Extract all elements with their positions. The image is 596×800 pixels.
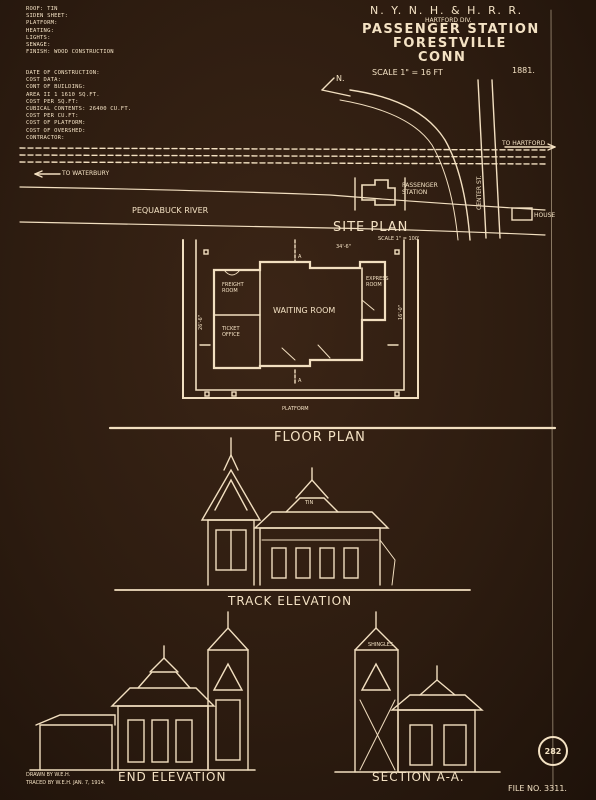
river-label: PEQUABUCK RIVER (132, 206, 209, 215)
dimension-top: 34'-6" (336, 244, 352, 250)
section-mark-bottom: A (298, 378, 302, 384)
end-elevation-drawing (29, 611, 256, 771)
cost-line: AREA II 1 1610 SQ.FT. (26, 91, 100, 98)
dimension-right: 16'-0" (398, 304, 404, 320)
center-street-label: CENTER ST. (476, 175, 483, 210)
site-plan-title: SITE PLAN (333, 220, 409, 235)
spec-heating: HEATING: (26, 27, 55, 34)
spec-lights: LIGHTS: (26, 34, 51, 41)
cost-line: COST PER CU.FT: (26, 113, 79, 120)
title-passenger-station: PASSENGER STATION (362, 22, 540, 37)
cost-line: CONTRACTOR: (26, 134, 65, 141)
spec-block-upper: ROOF: TIN SIDEN SHEET: PLATFORM: HEATING… (26, 6, 114, 56)
house-label: HOUSE (534, 212, 556, 219)
to-hartford-label: TO HARTFORD (502, 140, 546, 147)
sheet-border (550, 9, 554, 791)
roof-note-track: TIN (305, 500, 314, 506)
ticket-office-label: TICKET OFFICE (222, 326, 240, 338)
track-elevation-drawing (114, 437, 471, 591)
file-number: FILE NO. 3311. (508, 784, 567, 793)
title-forestville: FORESTVILLE (393, 36, 507, 51)
cost-line: DATE OF CONSTRUCTION: (26, 70, 100, 76)
title-scale: SCALE 1" = 16 FT (372, 68, 443, 77)
station-label: PASSENGER STATION (402, 182, 438, 196)
spec-block-cost: DATE OF CONSTRUCTION: COST DATA: CONT OF… (26, 70, 131, 142)
shingles-note: SHINGLES (368, 642, 394, 648)
spec-roof: ROOF: TIN (26, 6, 58, 12)
cost-line: CUBICAL CONTENTS: 26400 CU.FT. (26, 106, 132, 113)
dimension-left: 26'-6" (198, 314, 204, 330)
site-plan-drawing (19, 77, 556, 241)
north-label: N. (336, 74, 345, 83)
cost-line: COST PER SQ.FT: (26, 98, 79, 105)
express-room-label: EXPRESS ROOM (366, 276, 389, 288)
railroad-name: N. Y. N. H. & H. R. R. (370, 4, 524, 17)
drawn-by: DRAWN BY W.E.H. (26, 772, 71, 778)
title-conn: CONN (418, 50, 467, 65)
cost-line: COST DATA: (26, 77, 62, 84)
to-waterbury-label: TO WATERBURY (62, 170, 110, 177)
platform-label: PLATFORM (282, 406, 309, 412)
title-year: 1881. (512, 66, 535, 75)
section-aa-title: SECTION A-A. (372, 770, 465, 784)
site-plan-scale: SCALE 1" = 100' (378, 236, 420, 242)
cost-line: COST OF OVERSHED: (26, 127, 86, 134)
sheet-number-badge: 282 (538, 736, 568, 766)
track-elevation-title: TRACK ELEVATION (228, 594, 353, 608)
floor-plan-drawing (108, 239, 557, 430)
division-name: HARTFORD DIV. (425, 17, 472, 24)
end-elevation-title: END ELEVATION (118, 770, 227, 784)
spec-sewage: SEWAGE: (26, 42, 51, 49)
spec-platform: PLATFORM: (26, 20, 58, 27)
section-mark-top: A (298, 254, 302, 260)
cost-line: COST OF PLATFORM: (26, 120, 86, 127)
freight-room-label: FREIGHT ROOM (222, 282, 244, 294)
section-aa-drawing (334, 611, 501, 773)
floor-plan-title: FLOOR PLAN (274, 430, 366, 445)
spec-finish: FINISH: WOOD CONSTRUCTION (26, 49, 114, 56)
traced-by: TRACED BY W.E.H. JAN. 7, 1914. (26, 780, 106, 786)
spec-siden: SIDEN SHEET: (26, 13, 69, 20)
cost-line: CONT OF BUILDING: (26, 84, 86, 91)
waiting-room-label: WAITING ROOM (273, 306, 336, 315)
